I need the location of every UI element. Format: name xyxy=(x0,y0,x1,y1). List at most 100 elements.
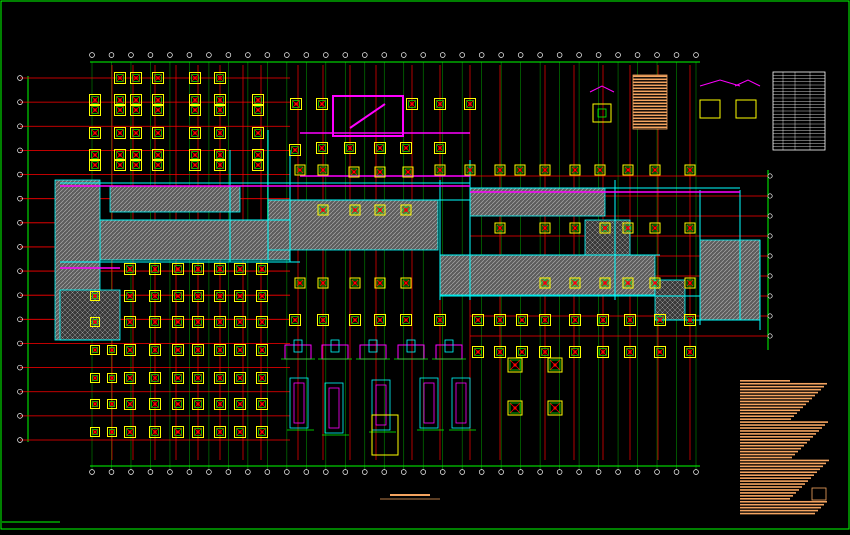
column-section xyxy=(196,267,200,271)
footing-outline xyxy=(234,263,246,275)
footing-pedestal xyxy=(151,428,159,436)
bottom-axis-bubble xyxy=(128,469,134,475)
column-section xyxy=(293,148,297,152)
column-section xyxy=(378,208,382,212)
column-section xyxy=(688,226,692,230)
column-section xyxy=(153,320,157,324)
column-section xyxy=(156,153,160,157)
column-section xyxy=(601,318,605,322)
footing-outline xyxy=(234,316,246,328)
column-section xyxy=(153,294,157,298)
footing-pedestal xyxy=(258,374,266,382)
column-section xyxy=(378,281,382,285)
footing-pedestal xyxy=(216,96,224,104)
footing-pedestal xyxy=(496,166,504,174)
note-line xyxy=(740,459,829,462)
footing-pedestal xyxy=(291,146,299,154)
footing-pedestal xyxy=(116,161,124,169)
column-section xyxy=(543,350,547,354)
footing-pedestal xyxy=(174,346,182,354)
footing-pedestal xyxy=(154,74,162,82)
column-section xyxy=(353,281,357,285)
footing-detail-plan xyxy=(592,103,612,123)
column-section xyxy=(176,294,180,298)
column-section xyxy=(688,318,692,322)
wall-detail-rebar xyxy=(423,382,435,424)
note-line xyxy=(740,382,827,385)
note-line xyxy=(740,388,821,391)
column-section xyxy=(218,108,222,112)
column-section xyxy=(476,318,480,322)
footing-pedestal xyxy=(126,265,134,273)
top-axis-bubble xyxy=(167,52,173,58)
top-axis-bubble xyxy=(186,52,193,58)
column-section xyxy=(573,318,577,322)
footing-outline xyxy=(539,222,551,234)
note-line xyxy=(740,433,816,435)
footing-outline xyxy=(149,372,161,384)
note-line xyxy=(740,385,824,388)
footing-outline xyxy=(252,104,264,116)
footing-pedestal xyxy=(466,166,474,174)
footing-outline xyxy=(599,277,611,289)
column-section xyxy=(438,146,442,150)
column-section xyxy=(653,168,657,172)
column-section xyxy=(176,430,180,434)
footing-outline xyxy=(434,314,446,326)
column-section xyxy=(196,402,200,406)
column-section xyxy=(93,348,97,352)
column-section xyxy=(378,318,382,322)
footing-outline xyxy=(172,372,184,384)
column-section xyxy=(573,226,577,230)
footing-pedestal xyxy=(216,400,224,408)
footing-detail-plan xyxy=(735,99,757,119)
note-line xyxy=(740,421,828,423)
left-axis-bubble xyxy=(17,437,23,443)
note-sketch xyxy=(811,487,827,501)
column-section xyxy=(353,208,357,212)
column-section xyxy=(513,406,517,410)
column-section xyxy=(256,131,260,135)
footing-outline xyxy=(192,316,204,328)
footing-pedestal xyxy=(174,318,182,326)
footing-outline xyxy=(107,427,117,437)
footing-pedestal xyxy=(216,129,224,137)
column-section xyxy=(118,131,122,135)
footing-outline xyxy=(507,400,523,416)
footing-outline xyxy=(434,164,446,176)
footing-pedestal xyxy=(404,168,412,176)
column-section xyxy=(404,318,408,322)
top-axis-bubble xyxy=(362,52,368,58)
column-section xyxy=(298,168,302,172)
column-section xyxy=(118,98,122,102)
footing-outline xyxy=(294,277,306,289)
column-section xyxy=(468,168,472,172)
footing-outline xyxy=(130,159,142,171)
column-section xyxy=(628,318,632,322)
footing-pedestal xyxy=(258,428,266,436)
column-section xyxy=(93,131,97,135)
footing-pedestal xyxy=(132,161,140,169)
column-section xyxy=(128,402,132,406)
footing-outline xyxy=(130,72,142,84)
left-axis-bubble xyxy=(17,364,23,371)
detail-column xyxy=(293,339,303,353)
footing-pedestal xyxy=(216,318,224,326)
footing-outline xyxy=(597,314,609,326)
footing-elevation xyxy=(699,79,741,87)
footing-pedestal xyxy=(191,74,199,82)
column-section xyxy=(352,170,356,174)
footing-outline xyxy=(317,277,329,289)
column-section xyxy=(518,168,522,172)
left-axis-bubble xyxy=(17,316,23,323)
top-axis-bubble xyxy=(693,52,699,58)
bottom-axis-bubble xyxy=(556,469,563,475)
column-section xyxy=(196,294,200,298)
column-section xyxy=(156,108,160,112)
footing-pedestal xyxy=(596,166,604,174)
note-line xyxy=(740,412,797,415)
note-line xyxy=(740,436,813,438)
footing-pedestal xyxy=(571,316,579,324)
column-section xyxy=(193,131,197,135)
